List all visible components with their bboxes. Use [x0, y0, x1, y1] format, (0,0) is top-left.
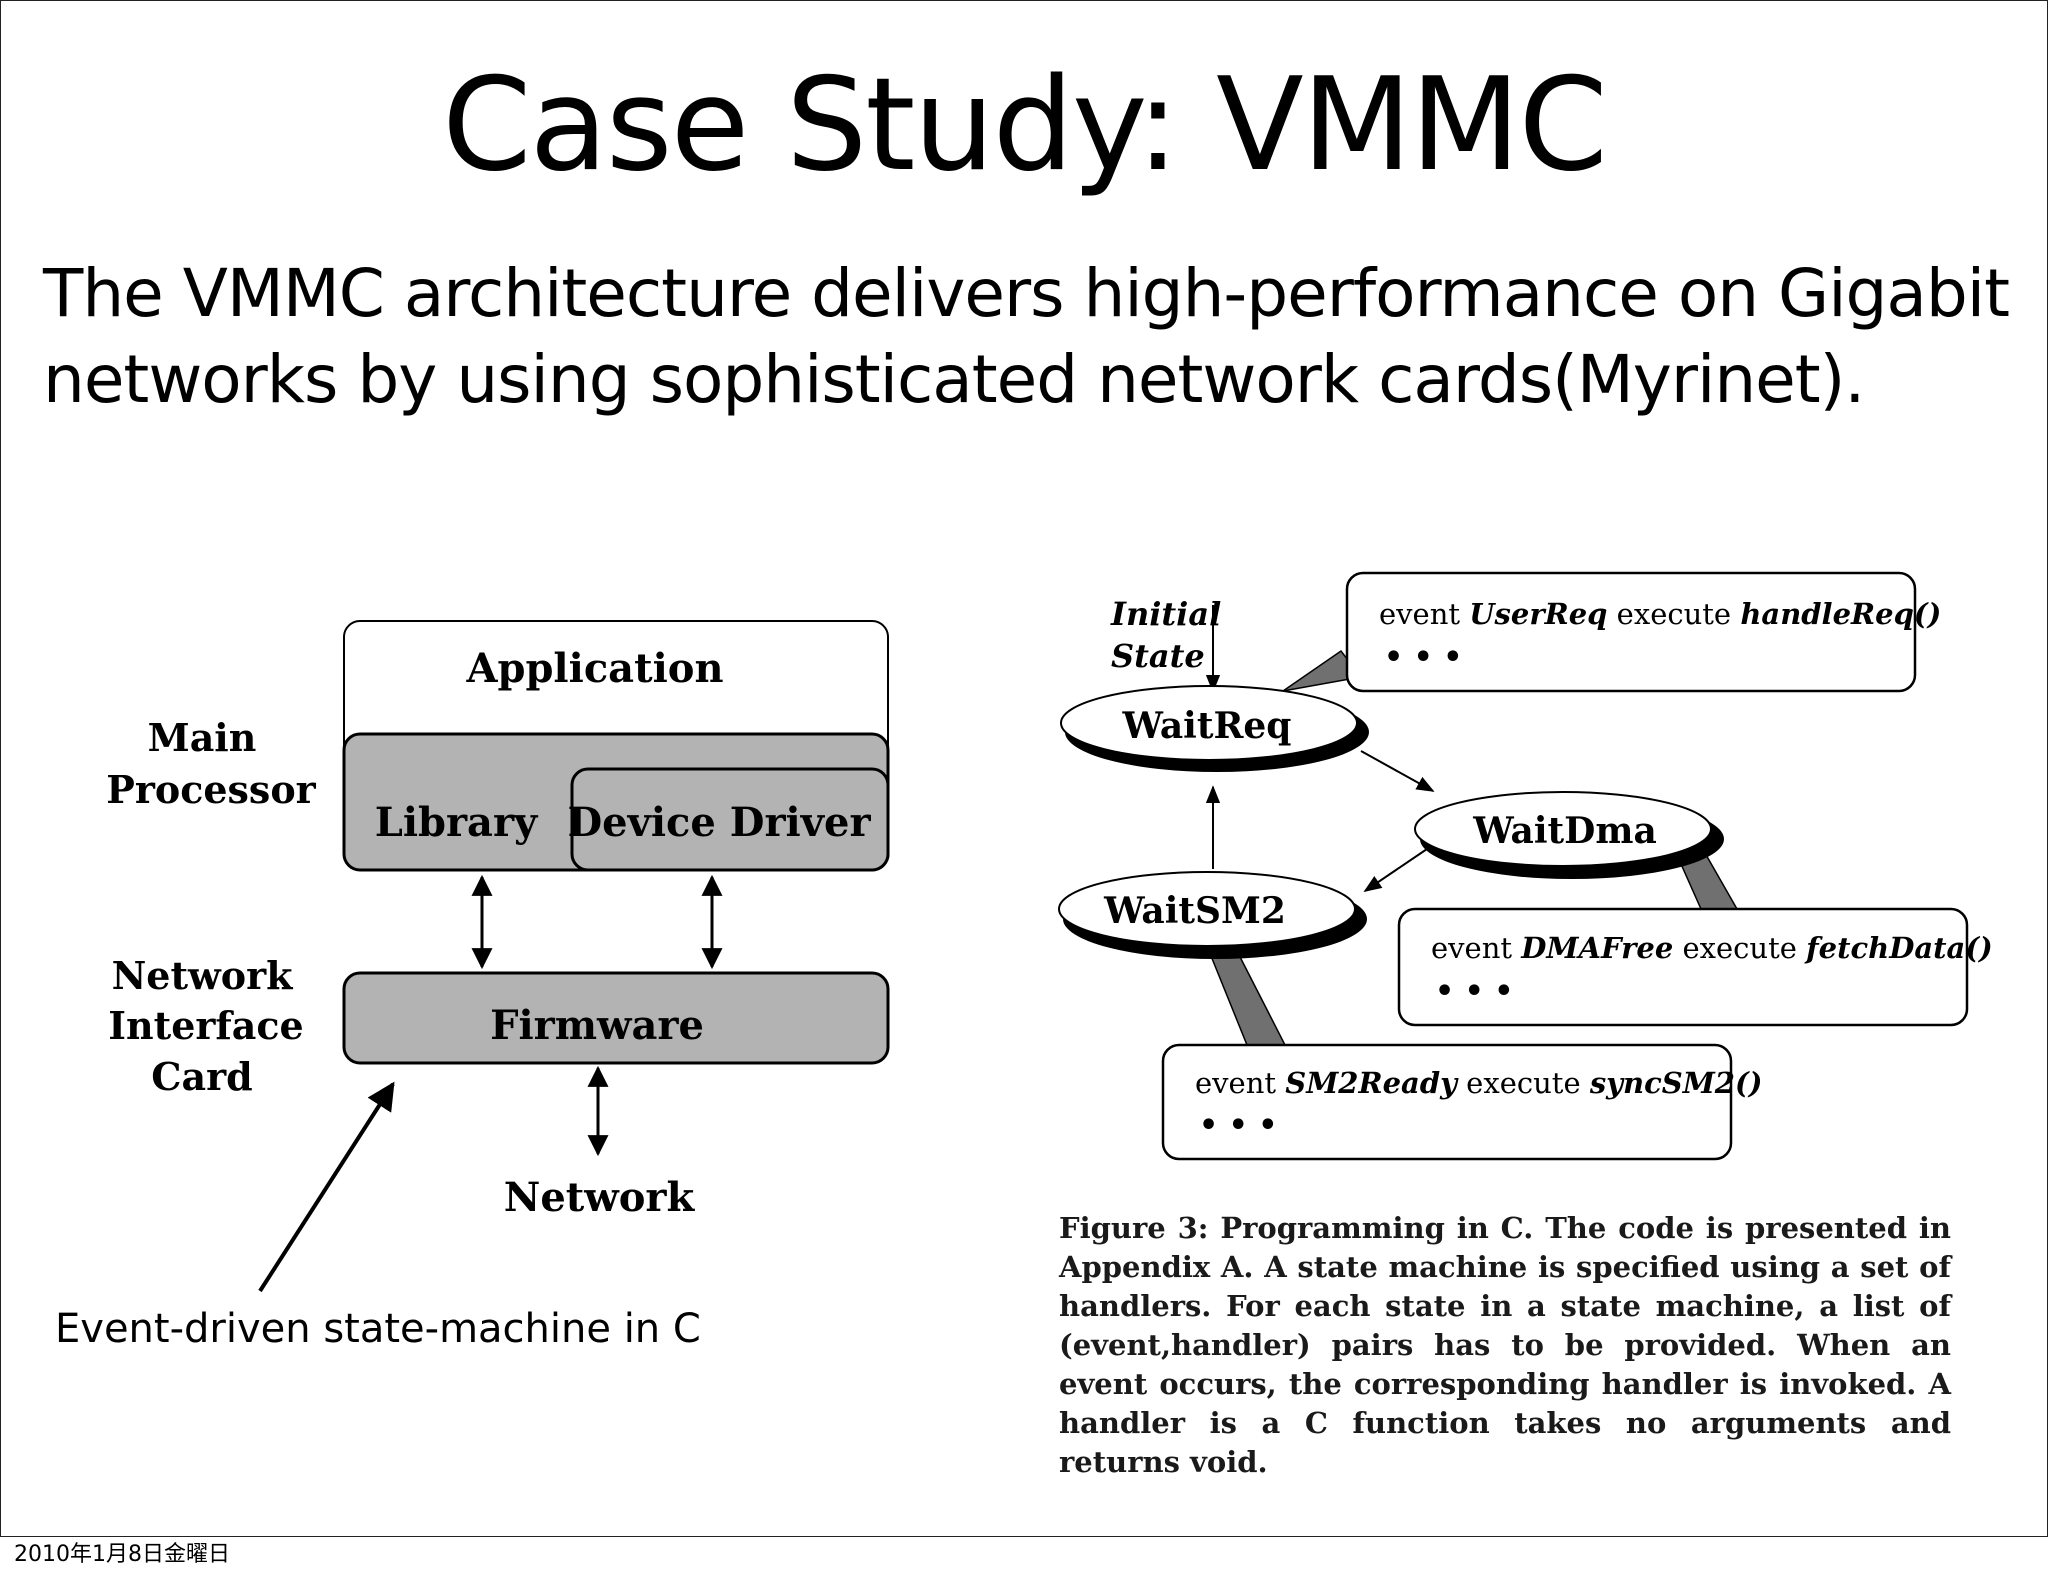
label-card: Card: [151, 1054, 252, 1099]
body-line-2: networks by using sophisticated network …: [43, 341, 1865, 418]
device-driver-label: Device Driver: [567, 799, 871, 846]
initial-label: Initial: [1110, 595, 1221, 633]
callout-userreq-dots: • • •: [1384, 640, 1462, 675]
event-dmafree: DMAFree: [1520, 931, 1673, 965]
callout-dmafree-dots: • • •: [1435, 974, 1513, 1009]
label-network: Network: [112, 953, 294, 998]
callout-userreq-text: event UserReq execute handleReq(): [1379, 597, 1941, 631]
slide-title: Case Study: VMMC: [442, 51, 1608, 200]
label-processor: Processor: [106, 767, 316, 812]
slide: Case Study: VMMC The VMMC architecture d…: [0, 0, 2048, 1537]
callout-userreq: [1345, 571, 1917, 693]
event-userreq: UserReq: [1469, 597, 1607, 631]
state-waitdma-label: WaitDma: [1472, 810, 1657, 852]
arrow-waitreq-waitdma: [1360, 750, 1435, 792]
device-driver-box: [570, 767, 890, 872]
state-machine-diagram: Initial State event UserReq execute hand…: [1058, 571, 1993, 1161]
network-label: Network: [504, 1174, 696, 1221]
callout-dmafree-text: event DMAFree execute fetchData(): [1431, 931, 1993, 965]
firmware-box: [342, 971, 890, 1065]
state-waitsm2: [1058, 871, 1356, 947]
callout-sm2ready-text: event SM2Ready execute syncSM2(): [1195, 1066, 1762, 1100]
label-interface: Interface: [108, 1003, 303, 1048]
state-label: State: [1111, 637, 1205, 675]
state-waitdma: [1414, 791, 1712, 867]
library-label: Library: [375, 799, 539, 846]
application-label: Application: [465, 645, 723, 692]
slide-body: The VMMC architecture delivers high-perf…: [43, 251, 2010, 423]
footer-date: 2010年1月8日金曜日: [14, 1542, 230, 1567]
state-waitsm2-label: WaitSM2: [1103, 890, 1286, 932]
state-waitreq-label: WaitReq: [1122, 705, 1292, 747]
annotation-arrow: [258, 1081, 395, 1293]
state-waitreq: [1060, 685, 1358, 761]
handler-handlereq: handleReq(): [1740, 597, 1941, 631]
body-line-1: The VMMC architecture delivers high-perf…: [43, 255, 2010, 332]
callout-pointer-sm2ready: [1207, 950, 1287, 1046]
handler-syncsm2: syncSM2(): [1589, 1066, 1763, 1100]
callout-sm2ready: [1161, 1043, 1733, 1161]
firmware-label: Firmware: [490, 1002, 704, 1049]
callout-sm2ready-dots: • • •: [1199, 1108, 1277, 1143]
callout-dmafree: [1397, 907, 1969, 1027]
architecture-diagram: Main Processor Network Interface Card Ap…: [106, 620, 890, 1293]
annotation-label: Event-driven state-machine in C: [55, 1306, 701, 1352]
event-sm2ready: SM2Ready: [1285, 1066, 1459, 1100]
figure-caption: Figure 3: Programming in C. The code is …: [1059, 1211, 1951, 1479]
handler-fetchdata: fetchData(): [1804, 931, 1993, 965]
arrow-waitdma-waitsm2: [1363, 848, 1428, 893]
label-main: Main: [148, 715, 257, 760]
